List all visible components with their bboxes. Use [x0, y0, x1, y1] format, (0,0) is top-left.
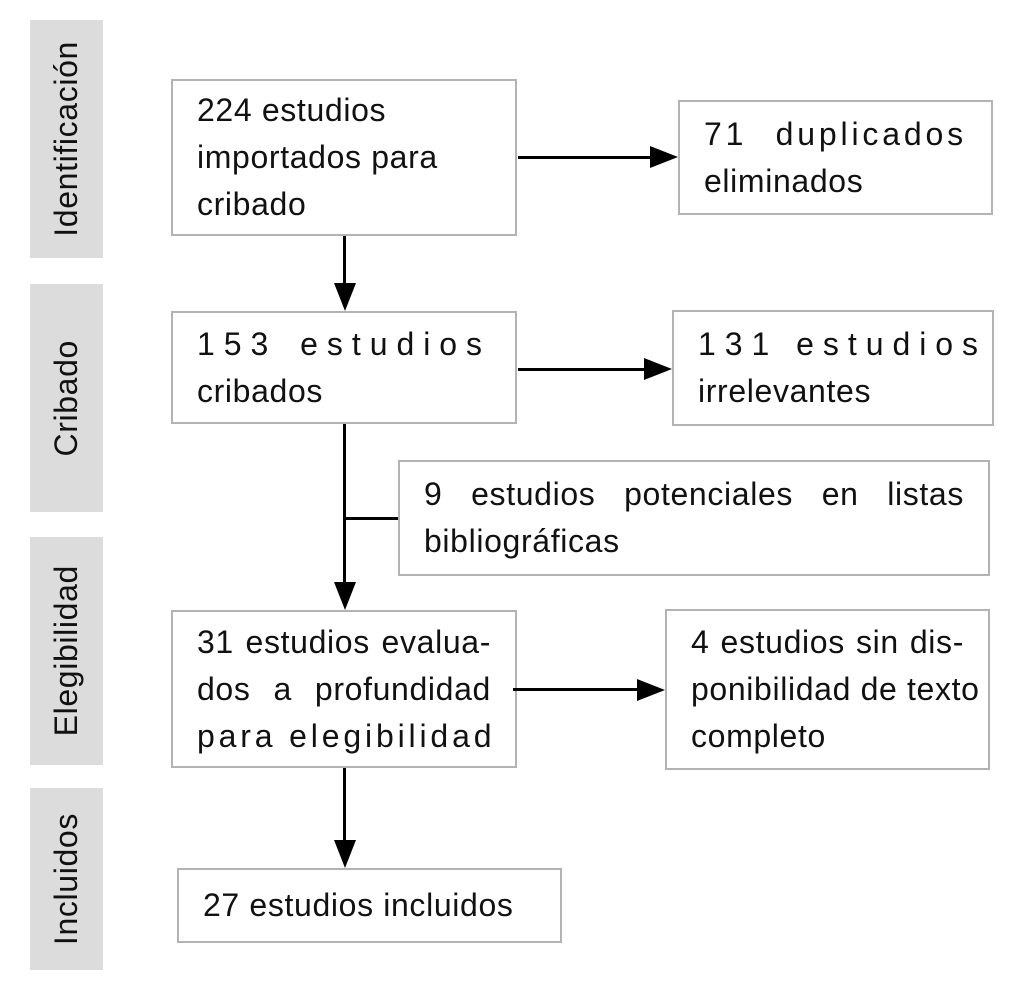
arrow-assessed-to-included-line: [343, 768, 346, 842]
arrow-screened-to-assessed-line: [343, 424, 346, 584]
arrow-imported-to-duplicates-head-icon: [650, 146, 678, 168]
arrow-assessed-to-nofulltext-line: [513, 688, 639, 691]
box-irrelevant-line-2: irrelevantes: [698, 373, 872, 409]
arrow-imported-to-screened-head-icon: [334, 283, 356, 311]
box-assessed-line-2: dos a profundidad: [197, 670, 491, 707]
box-duplicates-line-1: 71 duplicados: [704, 115, 967, 152]
stage-label-cribado: Cribado: [48, 339, 84, 457]
box-imported-studies: 224 estudios importados para cribado: [171, 79, 517, 236]
connector-reference-lists-line: [345, 517, 398, 520]
arrow-screened-to-irrelevant-line: [518, 368, 646, 371]
stage-label-identificacion: Identificación: [48, 41, 84, 237]
box-screened-line-2: cribados: [197, 372, 324, 409]
box-imported-line-3: cribado: [197, 186, 307, 222]
box-no-fulltext-line-2: ponibilidad de texto: [691, 671, 980, 707]
box-imported-line-2: importados para: [197, 139, 438, 175]
box-screened-studies: 153 estudios cribados: [171, 311, 517, 424]
arrow-assessed-to-nofulltext-head-icon: [637, 679, 665, 701]
arrow-imported-to-screened-line: [343, 236, 346, 285]
box-assessed-line-3: para elegibilidad: [197, 717, 496, 754]
stage-label-incluidos: Incluidos: [48, 812, 84, 946]
stage-bar-cribado: Cribado: [30, 284, 103, 512]
arrow-assessed-to-included-head-icon: [334, 840, 356, 868]
arrow-screened-to-assessed-head-icon: [334, 582, 356, 610]
arrow-imported-to-duplicates-line: [518, 156, 652, 159]
box-duplicates-line-2: eliminados: [704, 162, 864, 199]
stage-bar-incluidos: Incluidos: [30, 788, 103, 970]
box-no-fulltext-line-3: completo: [691, 718, 826, 754]
box-assessed-line-1: 31 estudios evalua-: [197, 623, 491, 660]
box-included-studies: 27 estudios incluidos: [177, 868, 562, 943]
box-reference-lists: 9 estudios potenciales en listas bibliog…: [398, 460, 990, 576]
box-no-fulltext: 4 estudios sin dis- ponibilidad de texto…: [665, 609, 990, 770]
box-irrelevant-studies: 131 estudios irrelevantes: [672, 310, 994, 426]
box-irrelevant-line-1: 131 estudios: [698, 326, 987, 362]
stage-bar-elegibilidad: Elegibilidad: [30, 537, 103, 765]
box-included-line-1: 27 estudios incluidos: [203, 887, 514, 923]
box-duplicates-removed: 71 duplicados eliminados: [678, 100, 993, 215]
box-reference-lists-line-1: 9 estudios potenciales en listas: [424, 476, 964, 512]
box-fulltext-assessed: 31 estudios evalua- dos a profundidad pa…: [171, 610, 517, 768]
stage-label-elegibilidad: Elegibilidad: [48, 565, 84, 737]
box-screened-line-1: 153 estudios: [197, 325, 491, 362]
stage-bar-identificacion: Identificación: [30, 20, 103, 258]
box-imported-line-1: 224 estudios: [197, 92, 387, 128]
arrow-screened-to-irrelevant-head-icon: [644, 358, 672, 380]
box-reference-lists-line-2: bibliográficas: [424, 523, 620, 559]
box-no-fulltext-line-1: 4 estudios sin dis-: [691, 624, 964, 660]
